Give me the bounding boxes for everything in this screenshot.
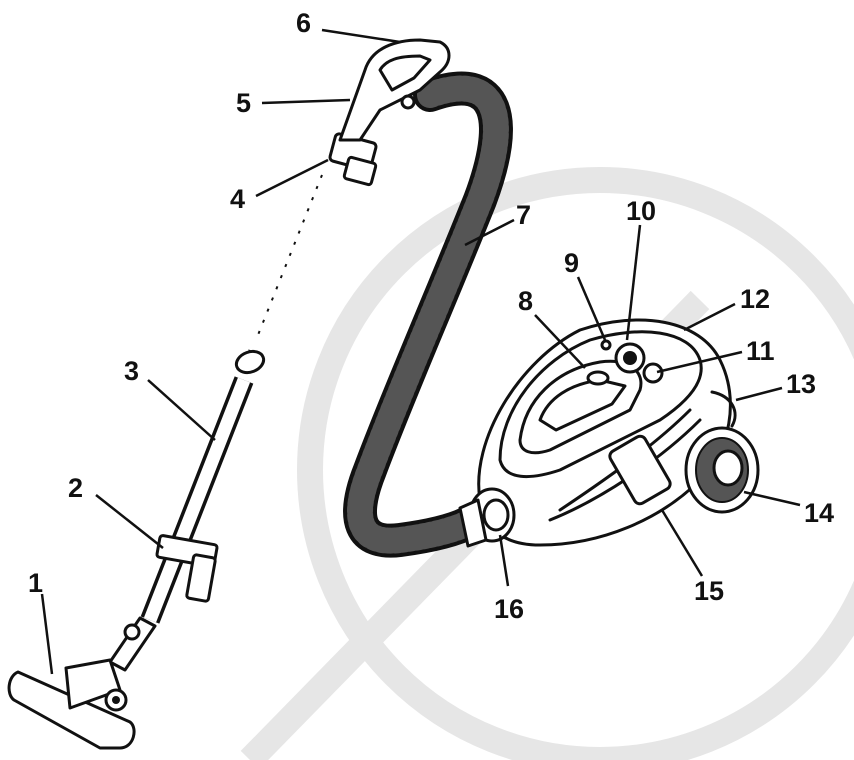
callout-6: 6 [296, 8, 311, 38]
callout-5: 5 [236, 88, 251, 118]
callout-3: 3 [124, 356, 139, 386]
callout-13: 13 [786, 369, 816, 399]
handle [338, 38, 451, 142]
callout-10: 10 [626, 196, 656, 226]
callout-1: 1 [28, 568, 43, 598]
callout-8: 8 [518, 286, 533, 316]
hose [343, 71, 513, 558]
callout-12: 12 [740, 284, 770, 314]
callout-9: 9 [564, 248, 579, 278]
wheel [684, 426, 760, 514]
callout-4: 4 [230, 184, 245, 214]
hose-inlet [458, 487, 516, 548]
telescopic-tube [140, 158, 335, 624]
callout-11: 11 [746, 336, 775, 366]
callout-2: 2 [68, 473, 83, 503]
vacuum-body [477, 318, 737, 547]
callout-labels: 1 2 3 4 5 6 7 8 9 10 11 12 13 14 15 16 [28, 8, 834, 624]
callout-7: 7 [516, 200, 531, 230]
callout-16: 16 [494, 594, 524, 624]
callout-14: 14 [804, 498, 834, 528]
callout-15: 15 [694, 576, 724, 606]
floor-brush [7, 616, 157, 750]
leader-lines [40, 28, 801, 675]
